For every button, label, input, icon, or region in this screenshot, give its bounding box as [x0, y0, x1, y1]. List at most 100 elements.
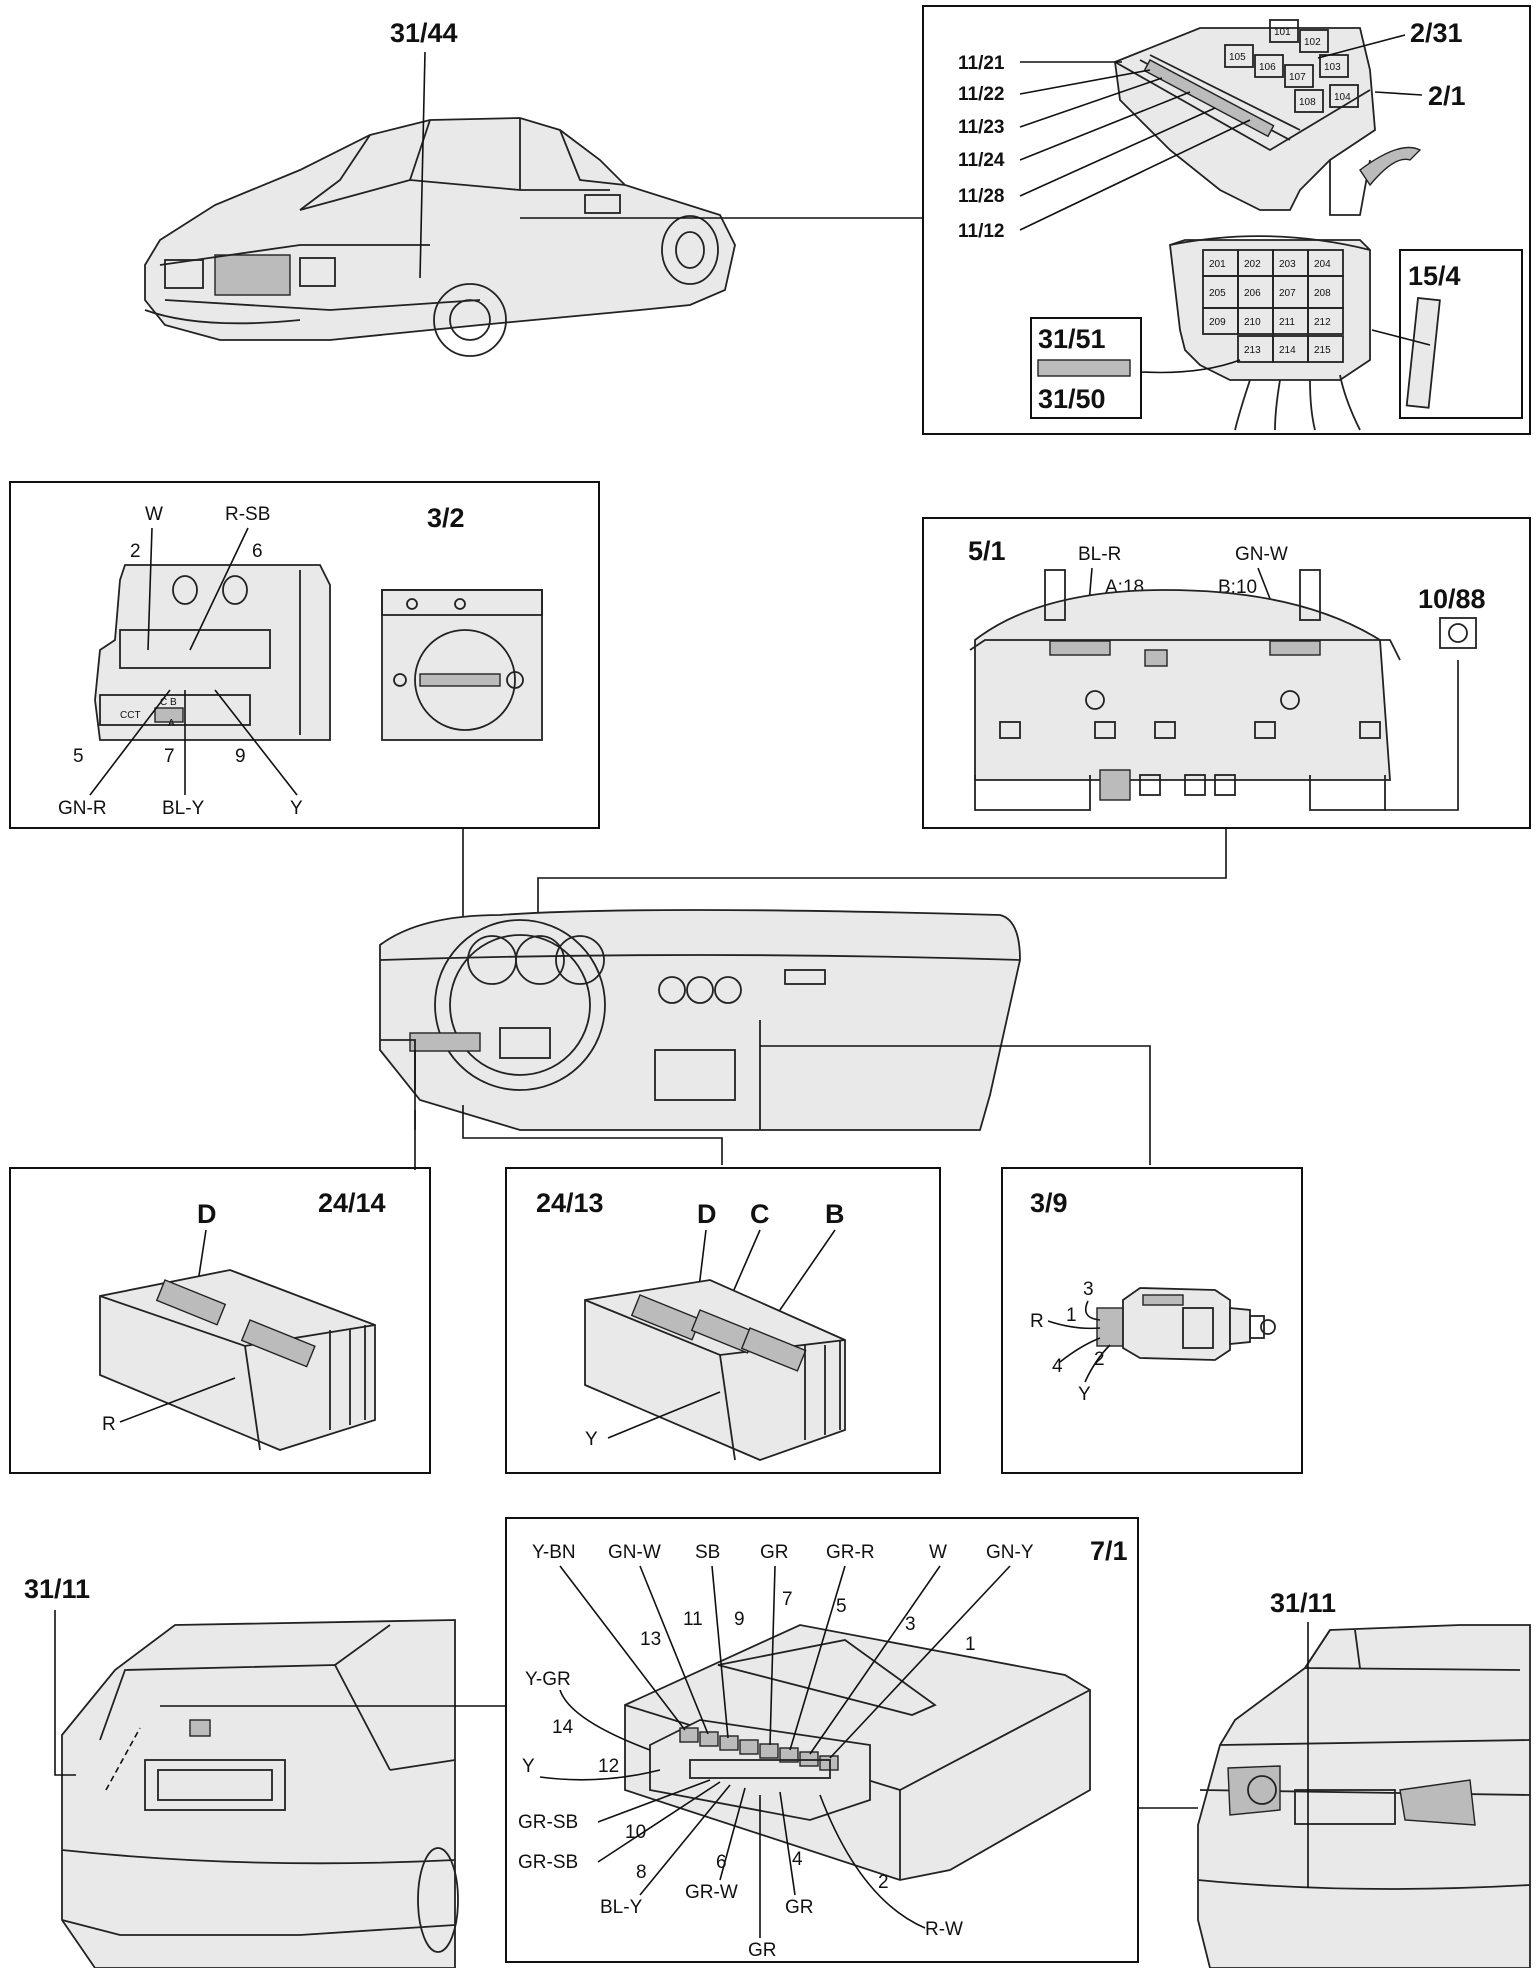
relay-208: 208: [1314, 288, 1331, 299]
wire-y-bn: Y-BN: [532, 1542, 576, 1563]
connector-text-a: A: [168, 718, 175, 729]
relay-box-top-illustration: [1114, 19, 1422, 216]
pin-12: 12: [598, 1756, 619, 1777]
leader-gr-sb-1: [597, 1779, 711, 1823]
pin-2-brake: 2: [1094, 1349, 1105, 1370]
pin-4-tail: 4: [792, 1849, 803, 1870]
fuse-11-12: 11/12: [958, 221, 1005, 242]
wire-r-w: R-W: [925, 1919, 963, 1940]
light-switch-panel: [9, 481, 600, 829]
wire-gr-sb-2: GR-SB: [518, 1852, 578, 1873]
connector-24-13-panel: [505, 1167, 941, 1474]
tail-lamp-illustration: [624, 1624, 1091, 1881]
ref-15-4: 15/4: [1408, 261, 1461, 291]
wire-y-gr: Y-GR: [525, 1669, 571, 1690]
leader-15-4: [1371, 329, 1431, 346]
leader-gr-sb-2: [597, 1781, 721, 1863]
ref-24-13: 24/13: [536, 1188, 604, 1218]
relay-213: 213: [1244, 345, 1261, 356]
pin-11: 11: [683, 1609, 703, 1630]
relay-207: 207: [1279, 288, 1296, 299]
fuse-label-list: 11/21 11/22 11/23 11/24 11/28 11/12: [958, 53, 1005, 242]
connector-line-dash-to-3-9: [760, 1045, 1151, 1165]
color-y-brake: Y: [1078, 1384, 1091, 1405]
fuse-11-22: 11/22: [958, 84, 1005, 105]
connector-text-cct: CCT: [120, 710, 141, 721]
relay-106: 106: [1259, 62, 1276, 73]
pin-9: 9: [734, 1609, 745, 1630]
ref-relay-box-mount: 2/1: [1428, 81, 1466, 111]
wire-y: Y: [290, 798, 303, 819]
leader-y: [214, 689, 298, 796]
leader-y-gr: [559, 1689, 651, 1751]
ref-31-51: 31/51: [1038, 324, 1106, 354]
connector-line-dash-to-24-13: [462, 1105, 723, 1165]
leader-gr-r: [789, 1565, 846, 1751]
wire-gr-sb-1: GR-SB: [518, 1812, 578, 1833]
wire-w-tail: W: [929, 1542, 947, 1563]
leader-y-tail: [539, 1769, 661, 1781]
relay-201: 201: [1209, 259, 1226, 270]
wire-bl-y-tail: BL-Y: [600, 1897, 643, 1918]
pin-7: 7: [164, 746, 175, 767]
instrument-cluster-illustration: [969, 569, 1401, 811]
leader-y-24-13: [607, 1391, 721, 1439]
leader-r-24-14: [119, 1377, 236, 1423]
leader-gn-r: [89, 689, 171, 796]
leader-gn-w-tail: [639, 1565, 709, 1735]
connector-strip-15-4: [1405, 297, 1441, 409]
pin-10: 10: [625, 1822, 646, 1843]
leader-y-brake: [1084, 1344, 1111, 1383]
pin-6: 6: [252, 541, 263, 562]
relay-subbox-31-51: [1030, 317, 1142, 419]
leader-w-tail: [809, 1565, 941, 1755]
leader-11-23: [1019, 77, 1163, 128]
leader-r-brake: [1047, 1320, 1101, 1330]
bulb-symbol-icon: [1448, 623, 1468, 643]
leader-11-22: [1019, 69, 1151, 95]
leader-31-51: [1140, 359, 1241, 374]
brake-switch-illustration: [1096, 1287, 1276, 1361]
dashboard-illustration: [379, 909, 1021, 1131]
wire-bl-y: BL-Y: [162, 798, 205, 819]
relay-215: 215: [1314, 345, 1331, 356]
relay-108: 108: [1299, 97, 1316, 108]
relay-box-bottom-illustration: [1169, 235, 1371, 431]
wire-gr-w: GR-W: [685, 1882, 738, 1903]
wire-gr-r: GR-R: [826, 1542, 875, 1563]
leader-y-bn: [559, 1565, 686, 1731]
relay-202: 202: [1244, 259, 1261, 270]
color-y-24-13: Y: [585, 1429, 598, 1450]
pin-4-brake: 4: [1052, 1356, 1063, 1377]
relay-105: 105: [1229, 52, 1246, 63]
sedan-rear-illustration: [1197, 1624, 1531, 1968]
leader-d-24-14: [197, 1229, 207, 1283]
wire-gr-top: GR: [760, 1542, 789, 1563]
letter-d-24-14: D: [197, 1199, 217, 1229]
fuse-11-21: 11/21: [958, 53, 1005, 74]
relay-209: 209: [1209, 317, 1226, 328]
ref-car-front: 31/44: [390, 18, 458, 48]
ref-24-14: 24/14: [318, 1188, 386, 1218]
relay-102: 102: [1304, 37, 1321, 48]
pin-5: 5: [73, 746, 84, 767]
relay-103: 103: [1324, 62, 1341, 73]
connector-24-14-panel: [9, 1167, 431, 1474]
wire-gr-1: GR: [785, 1897, 814, 1918]
pin-13: 13: [640, 1629, 661, 1650]
relay-211: 211: [1279, 317, 1295, 328]
letter-d-24-13: D: [697, 1199, 717, 1229]
pin-1: 1: [965, 1634, 976, 1655]
front-car-illustration: [144, 117, 736, 357]
leader-pin4: [1059, 1337, 1101, 1363]
relay-104: 104: [1334, 92, 1351, 103]
ref-cluster-bulb: 10/88: [1418, 584, 1486, 614]
relay-205: 205: [1209, 288, 1226, 299]
ref-sedan-rear: 31/11: [1270, 1588, 1336, 1618]
relay-210: 210: [1244, 317, 1261, 328]
ref-light-switch: 3/2: [427, 503, 465, 533]
fuse-11-23: 11/23: [958, 117, 1005, 138]
fuse-11-28: 11/28: [958, 186, 1005, 207]
wire-r-sb: R-SB: [225, 504, 270, 525]
